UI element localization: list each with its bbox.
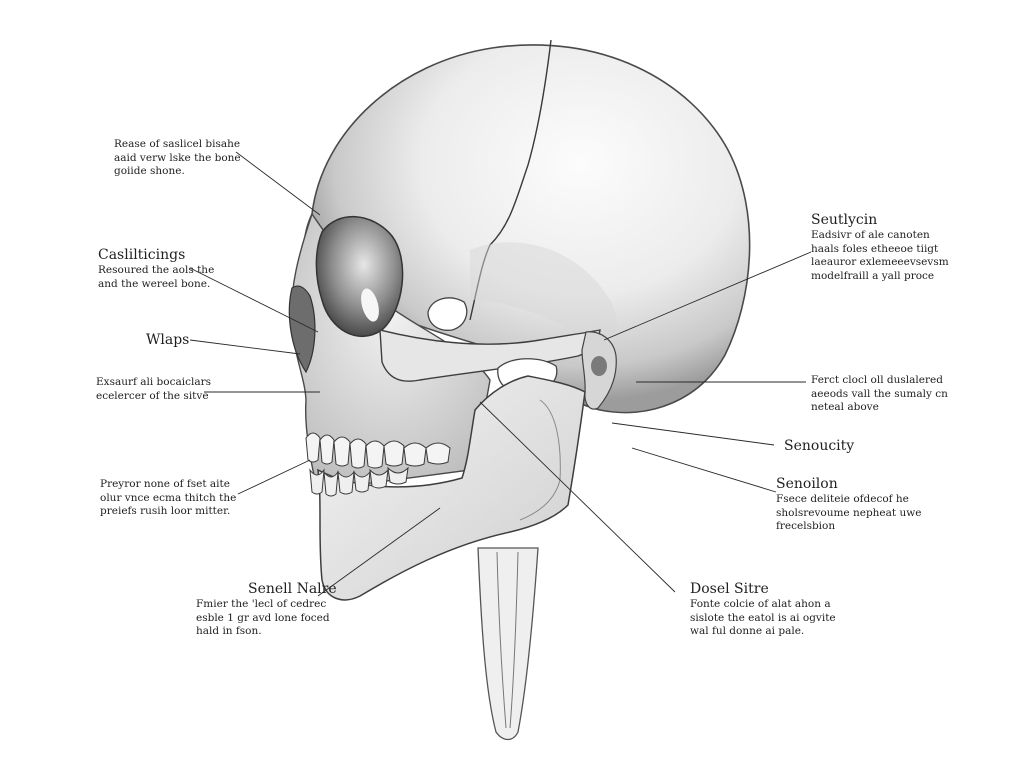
neck-rod <box>477 547 539 741</box>
label-senoucity: Senoucity <box>784 438 855 454</box>
temporal-shade <box>470 242 618 346</box>
label-seutlycin: Seutlycin Eadsivr of ale canoten haals f… <box>811 212 949 283</box>
label-upper-left: Rease of saslicel bisahe aaid verw lske … <box>114 138 241 178</box>
label-bocaiclars: Exsaurf ali bocaiclars ecelercer of the … <box>96 376 212 402</box>
label-dosel-sitre: Dosel Sitre Fonte colcie of alat ahon a … <box>690 581 836 638</box>
label-senoilon: Senoilon Fsece deliteie ofdecof he shols… <box>776 476 922 533</box>
label-senell-nalre: Senell Nalre Fmier the 'lecl of cedrec e… <box>196 581 337 638</box>
leader-lines <box>189 151 812 597</box>
orbit-highlight <box>361 288 379 322</box>
label-wlaps: Wlaps <box>146 332 190 348</box>
temporal-fossa-opening <box>427 297 468 331</box>
label-caslilticings: Caslilticings Resoured the aols the and … <box>98 247 215 290</box>
label-preyror: Preyror none of fset aite olur vnce ecma… <box>100 478 237 518</box>
neck-rod-inner <box>496 551 519 729</box>
mandible <box>317 375 586 601</box>
nasal-cavity <box>288 285 316 374</box>
upper-teeth <box>305 432 451 469</box>
label-duslalered: Ferct clocl oll duslalered aeeods vall t… <box>811 374 948 414</box>
ear-canal <box>591 356 607 376</box>
lower-teeth <box>309 466 409 497</box>
